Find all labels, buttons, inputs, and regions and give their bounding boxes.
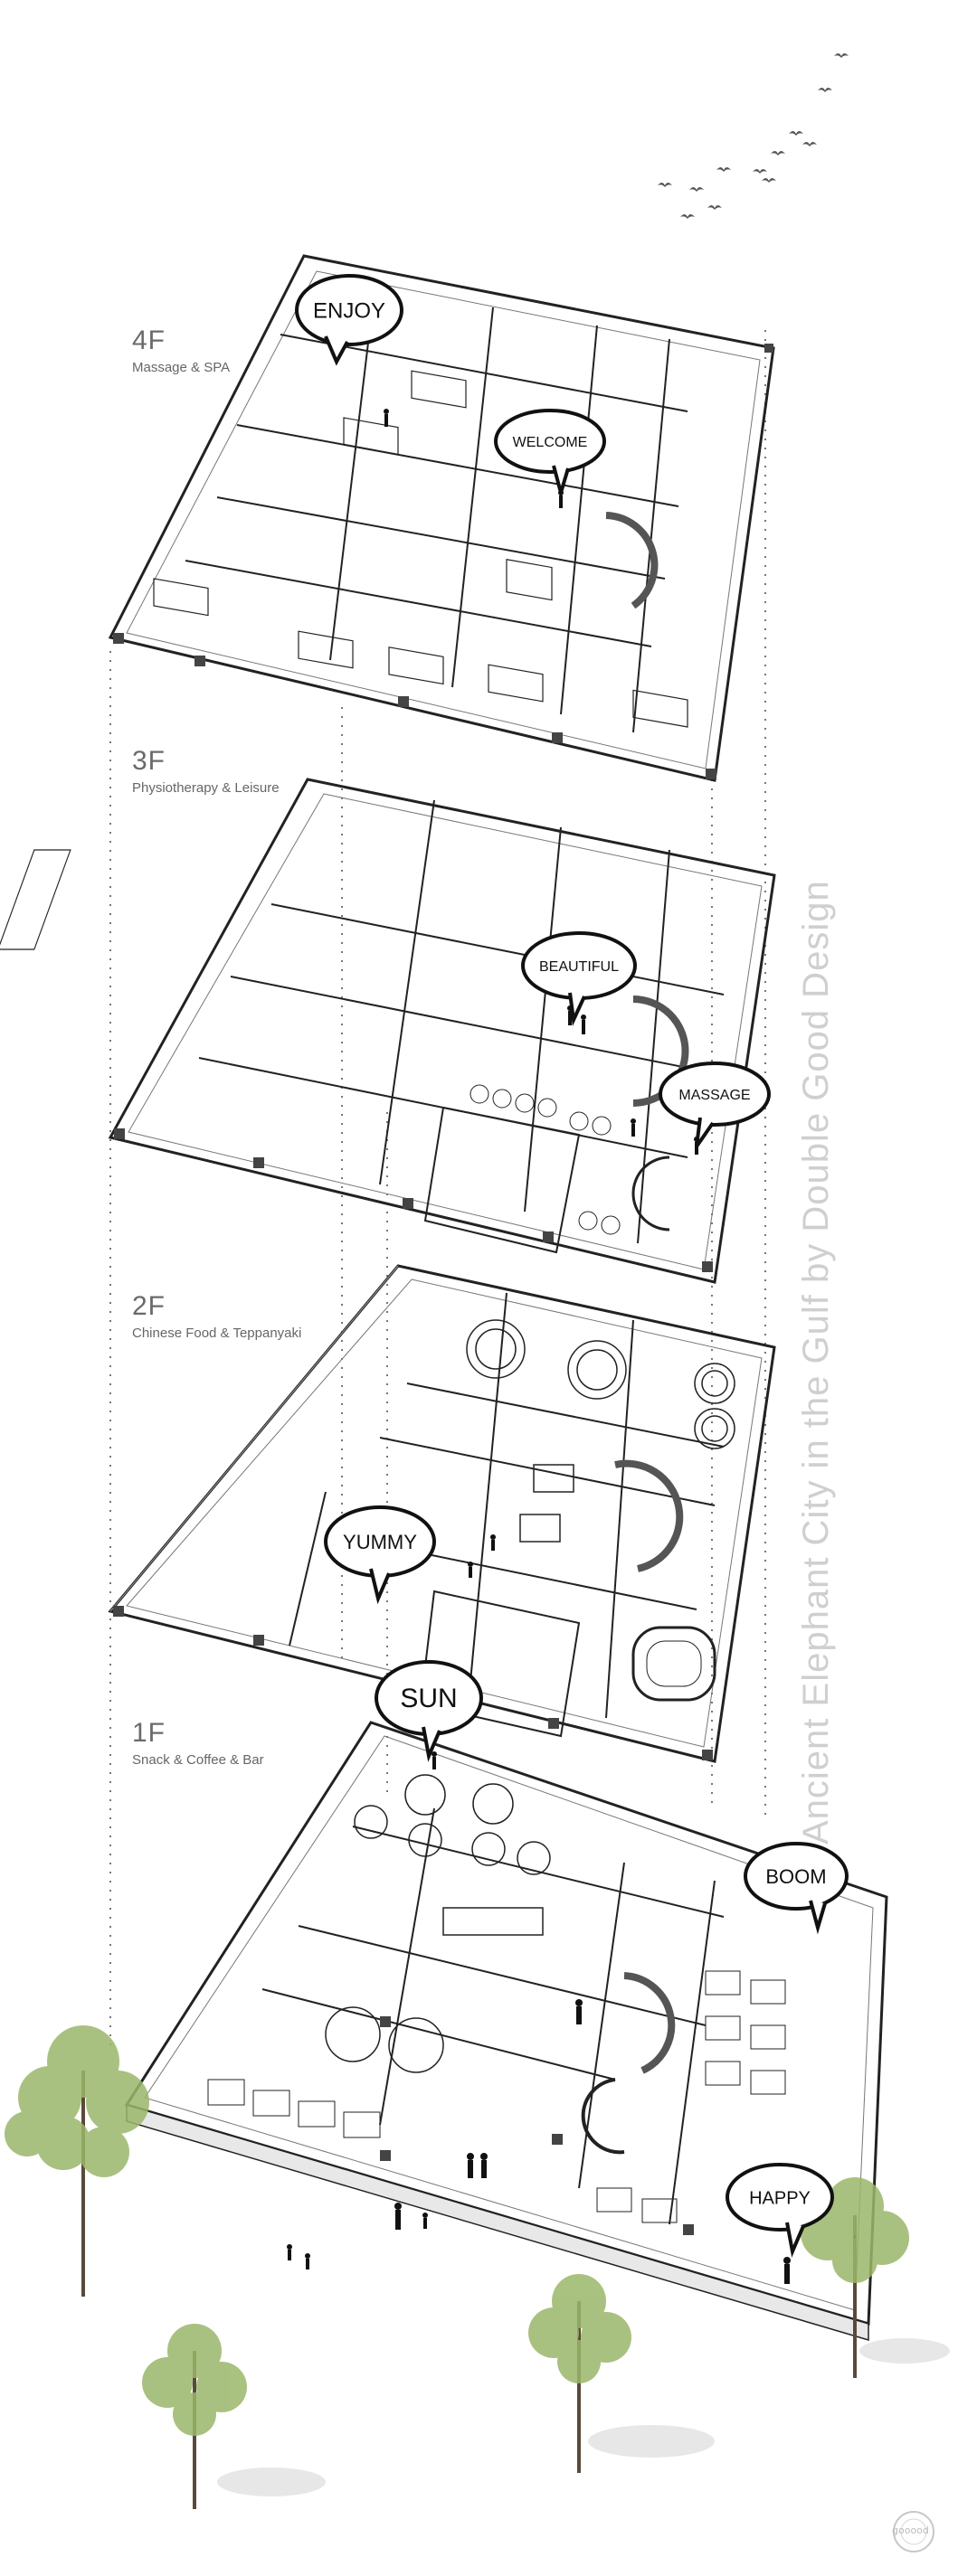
bird-icon [802, 142, 817, 146]
floor-code: 2F [132, 1291, 166, 1321]
floor-plate-3f [0, 778, 776, 1284]
bird-icon [818, 88, 832, 92]
watermark-seal [893, 2511, 934, 2552]
tree-icon [142, 2324, 247, 2509]
floor-name: Snack & Coffee & Bar [132, 1752, 264, 1768]
bird-icon [789, 131, 803, 136]
speech-bubble-massage: MASSAGE [659, 1062, 771, 1148]
floor-label-3f: 3F Physiotherapy & Leisure [132, 746, 280, 796]
bubble-label: BOOM [765, 1865, 826, 1888]
speech-bubble-enjoy: ENJOY [295, 274, 403, 366]
bubble-label: BEAUTIFUL [539, 959, 619, 975]
speech-bubble-yummy: YUMMY [324, 1505, 436, 1605]
floor-code: 3F [132, 746, 166, 776]
floor-code: 4F [132, 326, 166, 355]
bubble-label: WELCOME [513, 435, 588, 450]
speech-bubble-welcome: WELCOME [494, 409, 606, 500]
bubble-label: ENJOY [313, 298, 385, 323]
speech-bubble-beautiful: BEAUTIFUL [521, 931, 637, 1027]
floor-code: 1F [132, 1718, 166, 1748]
birds [658, 53, 849, 219]
speech-bubble-sun: SUN [375, 1660, 483, 1762]
tree-icon [5, 2025, 149, 2297]
floor-label-1f: 1F Snack & Coffee & Bar [132, 1718, 264, 1768]
bird-icon [680, 214, 695, 219]
bird-icon [658, 183, 672, 187]
floor-plate-4f [108, 254, 775, 782]
tree-icon [801, 2177, 909, 2378]
bird-icon [753, 169, 767, 174]
floor-name: Chinese Food & Teppanyaki [132, 1326, 302, 1341]
bubble-label: HAPPY [749, 2188, 811, 2208]
bird-icon [716, 167, 731, 172]
bird-icon [834, 53, 849, 58]
bird-icon [762, 178, 776, 183]
watermark-text: gooood [892, 2524, 929, 2536]
bubble-label: SUN [400, 1684, 457, 1713]
people-figures [287, 409, 791, 2284]
bubble-label: MASSAGE [678, 1088, 750, 1103]
speech-bubble-happy: HAPPY [726, 2163, 834, 2258]
floor-label-2f: 2F Chinese Food & Teppanyaki [132, 1291, 301, 1341]
floor-label-4f: 4F Massage & SPA [132, 326, 230, 375]
floor-plate-2f [108, 1264, 776, 1763]
floor-plate-1f [124, 1721, 888, 2342]
dotted-guides [109, 330, 766, 2052]
floor-name: Physiotherapy & Leisure [132, 780, 280, 796]
tree-shadows [217, 2338, 950, 2496]
bird-icon [689, 187, 704, 192]
bird-icon [707, 205, 722, 210]
bird-icon [771, 151, 785, 156]
tree-icon [528, 2274, 631, 2473]
bubble-label: YUMMY [343, 1531, 417, 1553]
speech-bubble-boom: BOOM [744, 1842, 849, 1935]
floor-name: Massage & SPA [132, 360, 231, 375]
